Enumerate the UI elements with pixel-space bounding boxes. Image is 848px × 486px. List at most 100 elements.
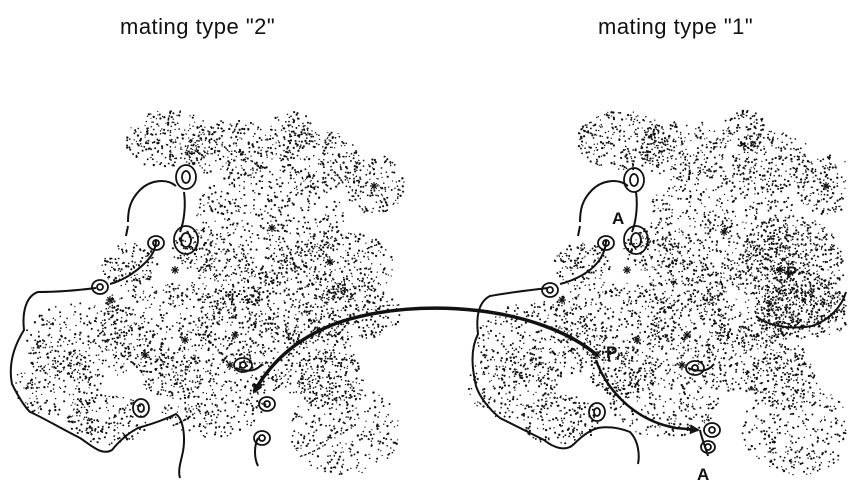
stipple-dot (378, 449, 380, 451)
stipple-dot (227, 192, 229, 194)
stipple-dot (308, 239, 309, 240)
stipple-dot (353, 324, 354, 325)
stipple-dot (315, 340, 317, 342)
stipple-dot (385, 210, 386, 211)
stipple-dot (286, 272, 288, 274)
stipple-dot (281, 378, 283, 380)
stipple-dot (349, 304, 351, 306)
stipple-dot (341, 395, 343, 397)
stipple-dot (332, 445, 334, 447)
stipple-dot (256, 407, 258, 409)
stipple-dot (161, 153, 163, 155)
stipple-dot (48, 409, 50, 411)
stipple-dot (276, 196, 278, 198)
stipple-dot (123, 262, 125, 264)
stipple-dot (185, 152, 187, 154)
stipple-dot (329, 377, 331, 379)
stipple-dot (102, 426, 104, 428)
stipple-dot (269, 235, 270, 236)
stipple-dot (318, 250, 319, 251)
stipple-dot (202, 392, 204, 394)
stipple-dot (347, 172, 349, 174)
stipple-dot (382, 442, 384, 444)
stipple-dot (210, 232, 212, 234)
stipple-dot (283, 255, 284, 256)
stipple-dot (331, 313, 332, 314)
stipple-dot (362, 234, 364, 236)
stipple-dot (279, 267, 281, 269)
stipple-dot (303, 216, 305, 218)
stipple-dot (296, 145, 297, 146)
stipple-dot (313, 415, 315, 417)
stipple-dot (211, 419, 213, 421)
stipple-dot (294, 169, 296, 171)
stipple-dot (238, 421, 240, 423)
stipple-dot (290, 306, 292, 308)
stipple-dot (180, 148, 182, 150)
stipple-dot (227, 150, 228, 151)
stipple-dot (176, 137, 178, 139)
stipple-dot (306, 254, 308, 256)
stipple-dot (392, 452, 394, 454)
stipple-dot (63, 391, 65, 393)
stipple-dot (230, 426, 232, 428)
stipple-dot (205, 421, 206, 422)
stipple-dot (130, 325, 131, 326)
stipple-dot (349, 186, 351, 188)
stipple-dot (330, 467, 332, 469)
stipple-dot (88, 340, 90, 342)
stipple-dot (162, 412, 164, 414)
stipple-dot (194, 344, 196, 346)
stipple-dot (366, 300, 368, 302)
stipple-dot (268, 316, 270, 318)
stipple-dot (86, 393, 88, 395)
stipple-dot (390, 163, 391, 164)
stipple-dot (324, 444, 326, 446)
stipple-dot (135, 357, 137, 359)
stipple-dot (196, 140, 198, 142)
stipple-dot (188, 409, 189, 410)
stipple-dot (358, 471, 359, 472)
stipple-dot (392, 305, 393, 306)
stipple-dot (308, 433, 310, 435)
stipple-dot (391, 269, 392, 270)
stipple-dot (317, 380, 319, 382)
stipple-dot (205, 360, 207, 362)
stipple-dot (87, 419, 89, 421)
stipple-dot (367, 289, 368, 290)
stipple-dot (54, 391, 55, 392)
stipple-dot (352, 174, 354, 176)
stipple-dot (108, 410, 109, 411)
stipple-dot (317, 369, 319, 371)
stipple-dot (80, 398, 82, 400)
stipple-dot (343, 451, 344, 452)
stipple-dot (318, 358, 320, 360)
stipple-dot (301, 312, 303, 314)
stipple-dot (161, 359, 163, 361)
stipple-dot (341, 465, 343, 467)
stipple-dot (350, 160, 352, 162)
stipple-dot (125, 307, 127, 309)
stipple-dot (196, 376, 198, 378)
stipple-dot (300, 134, 301, 135)
stipple-dot (86, 417, 87, 418)
stipple-dot (332, 154, 334, 156)
stipple-dot (341, 412, 343, 414)
stipple-dot (336, 249, 338, 251)
stipple-dot (92, 410, 93, 411)
stipple-dot (260, 153, 262, 155)
stipple-dot (167, 355, 169, 357)
stipple-dot (264, 276, 266, 278)
stipple-dot (248, 349, 250, 351)
stipple-dot (166, 144, 167, 145)
stipple-dot (143, 384, 144, 385)
stipple-dot (367, 194, 369, 196)
stipple-dot (179, 327, 181, 329)
stipple-dot (273, 317, 275, 319)
stipple-dot (140, 138, 142, 140)
stipple-dot (338, 315, 340, 317)
stipple-dot (252, 172, 253, 173)
stipple-dot (358, 155, 359, 156)
stipple-dot (97, 441, 99, 443)
stipple-dot (261, 336, 263, 338)
